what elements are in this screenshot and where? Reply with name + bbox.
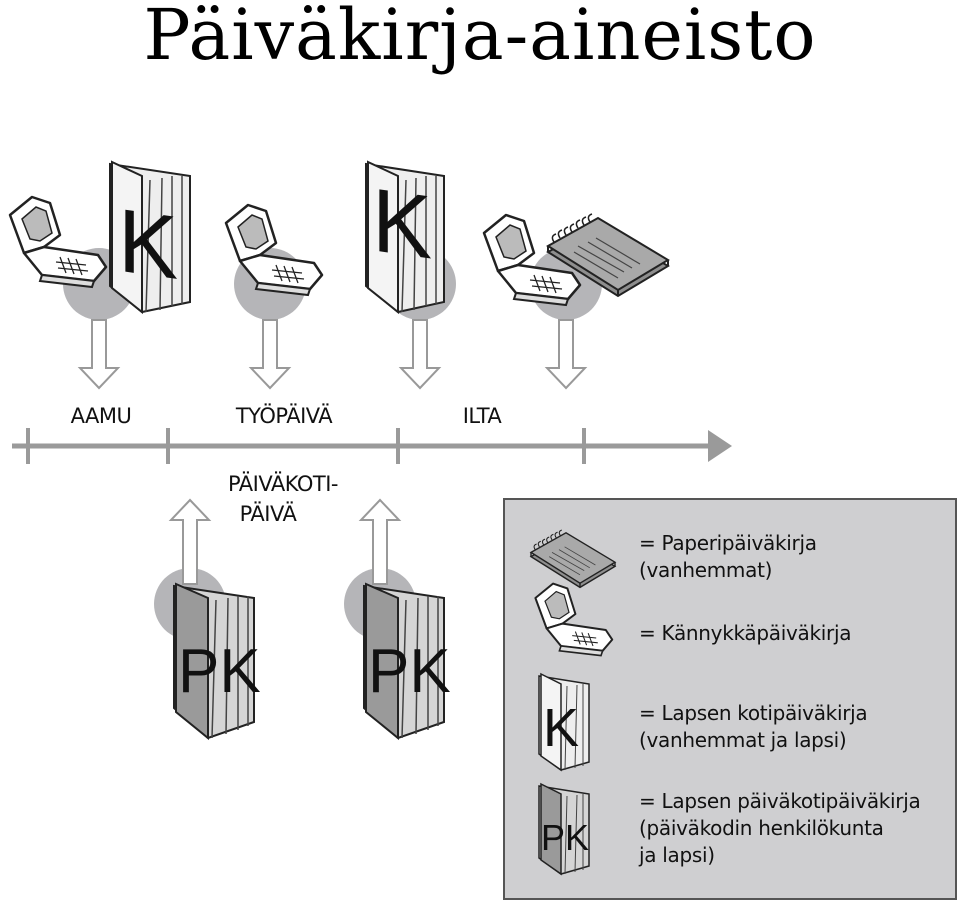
- svg-text:K: K: [372, 170, 432, 279]
- svg-text:PK: PK: [368, 637, 451, 706]
- down-arrows: [77, 319, 588, 390]
- legend-box: K PK = Paperipäiväkirja (vanhemmat) = Kä…: [503, 498, 957, 900]
- k-letter: K: [118, 190, 178, 299]
- label-workday: TYÖPÄIVÄ: [235, 404, 333, 428]
- up-arrows: [168, 498, 402, 585]
- svg-text:K: K: [543, 698, 579, 758]
- legend-paper-line2: (vanhemmat): [639, 558, 773, 582]
- timeline: [12, 428, 732, 464]
- phone-icon-morning: [8, 195, 108, 289]
- phone-icon: [534, 582, 614, 657]
- legend-icons: K PK: [530, 529, 616, 876]
- k-book-icon-evening: K: [365, 160, 445, 315]
- legend-item-daycare-diary: = Lapsen päiväkotipäiväkirja (päiväkodin…: [639, 788, 921, 869]
- legend-item-paper: = Paperipäiväkirja (vanhemmat): [639, 530, 817, 584]
- svg-text:PK: PK: [178, 637, 261, 706]
- label-daycare-line1: PÄIVÄKOTI-: [227, 472, 339, 496]
- legend-daycare-line2: (päiväkodin henkilökunta: [639, 816, 884, 840]
- pk-book-icon-daycare-1: PK: [173, 582, 261, 741]
- legend-phone-line1: = Kännykkäpäiväkirja: [639, 621, 852, 645]
- k-book-icon-morning: K: [109, 160, 191, 315]
- label-daycare-line2: PÄIVÄ: [239, 502, 297, 526]
- legend-daycare-line3: ja lapsi): [639, 843, 715, 867]
- legend-daycare-line1: = Lapsen päiväkotipäiväkirja: [639, 789, 921, 813]
- label-evening: ILTA: [462, 404, 502, 428]
- k-book-icon: K: [538, 672, 590, 772]
- legend-paper-line1: = Paperipäiväkirja: [639, 531, 817, 555]
- page-title: Päiväkirja-aineisto: [143, 0, 817, 76]
- label-morning: AAMU: [70, 404, 132, 428]
- legend-home-line1: = Lapsen kotipäiväkirja: [639, 701, 868, 725]
- pk-book-icon-daycare-2: PK: [363, 582, 451, 741]
- legend-home-line2: (vanhemmat ja lapsi): [639, 728, 847, 752]
- notebook-icon: [530, 529, 616, 589]
- legend-item-home-diary: = Lapsen kotipäiväkirja (vanhemmat ja la…: [639, 700, 868, 754]
- pk-book-icon: PK: [538, 782, 590, 876]
- svg-text:PK: PK: [541, 817, 589, 858]
- legend-item-phone: = Kännykkäpäiväkirja: [639, 620, 851, 647]
